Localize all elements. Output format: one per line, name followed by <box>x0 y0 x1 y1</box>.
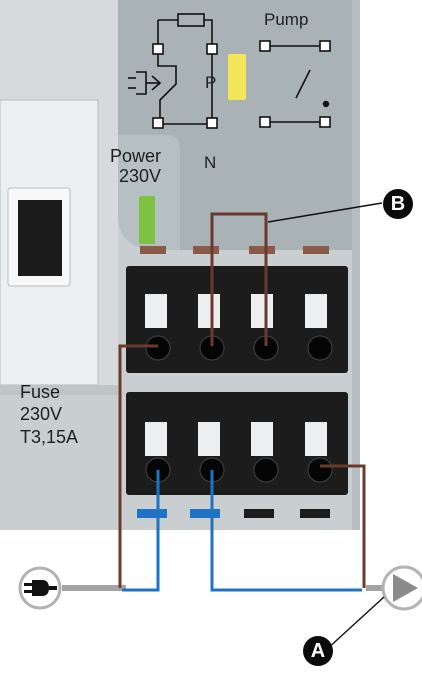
device-right-edge <box>352 0 360 530</box>
p-led <box>228 54 246 100</box>
top-markers <box>140 246 329 254</box>
marker-blue-2 <box>190 509 220 518</box>
marker-black-4 <box>300 509 330 518</box>
label-p: P <box>205 73 217 92</box>
schematic-panel-lower <box>118 135 180 250</box>
callout-a-leader <box>325 596 385 651</box>
terminal-bottom-slots <box>145 422 327 456</box>
switch-contact-icon <box>259 40 331 128</box>
callout-b-leader <box>267 202 383 223</box>
label-n: N <box>204 153 217 172</box>
label-fuse: Fuse <box>20 382 61 402</box>
marker-black-3 <box>244 509 274 518</box>
callout-a: A <box>303 636 333 666</box>
terminal-block-bottom <box>126 392 348 495</box>
callout-b: B <box>383 189 413 219</box>
power-led <box>139 196 155 244</box>
terminal-top-screws <box>145 335 333 361</box>
terminal-bottom-screws <box>145 457 333 483</box>
label-power-voltage: 230V <box>119 166 162 186</box>
label-power: Power <box>110 146 162 166</box>
label-fuse-voltage: 230V <box>20 404 63 424</box>
terminal-top-slots <box>145 294 327 328</box>
pump-icon <box>381 565 422 611</box>
label-pump: Pump <box>264 10 309 29</box>
schematic-plug-icon <box>128 71 162 95</box>
marker-blue-1 <box>137 509 167 518</box>
brown-wires <box>118 212 366 588</box>
label-fuse-rating: T3,15A <box>20 427 79 447</box>
fuse-slot <box>18 200 62 276</box>
relay-coil-icon <box>152 13 218 129</box>
left-bracket-shadow <box>0 385 118 395</box>
terminal-block-top <box>126 266 348 373</box>
plug-icon <box>18 566 62 610</box>
blue-wires <box>122 470 362 592</box>
switch-contact-dot <box>322 100 330 108</box>
